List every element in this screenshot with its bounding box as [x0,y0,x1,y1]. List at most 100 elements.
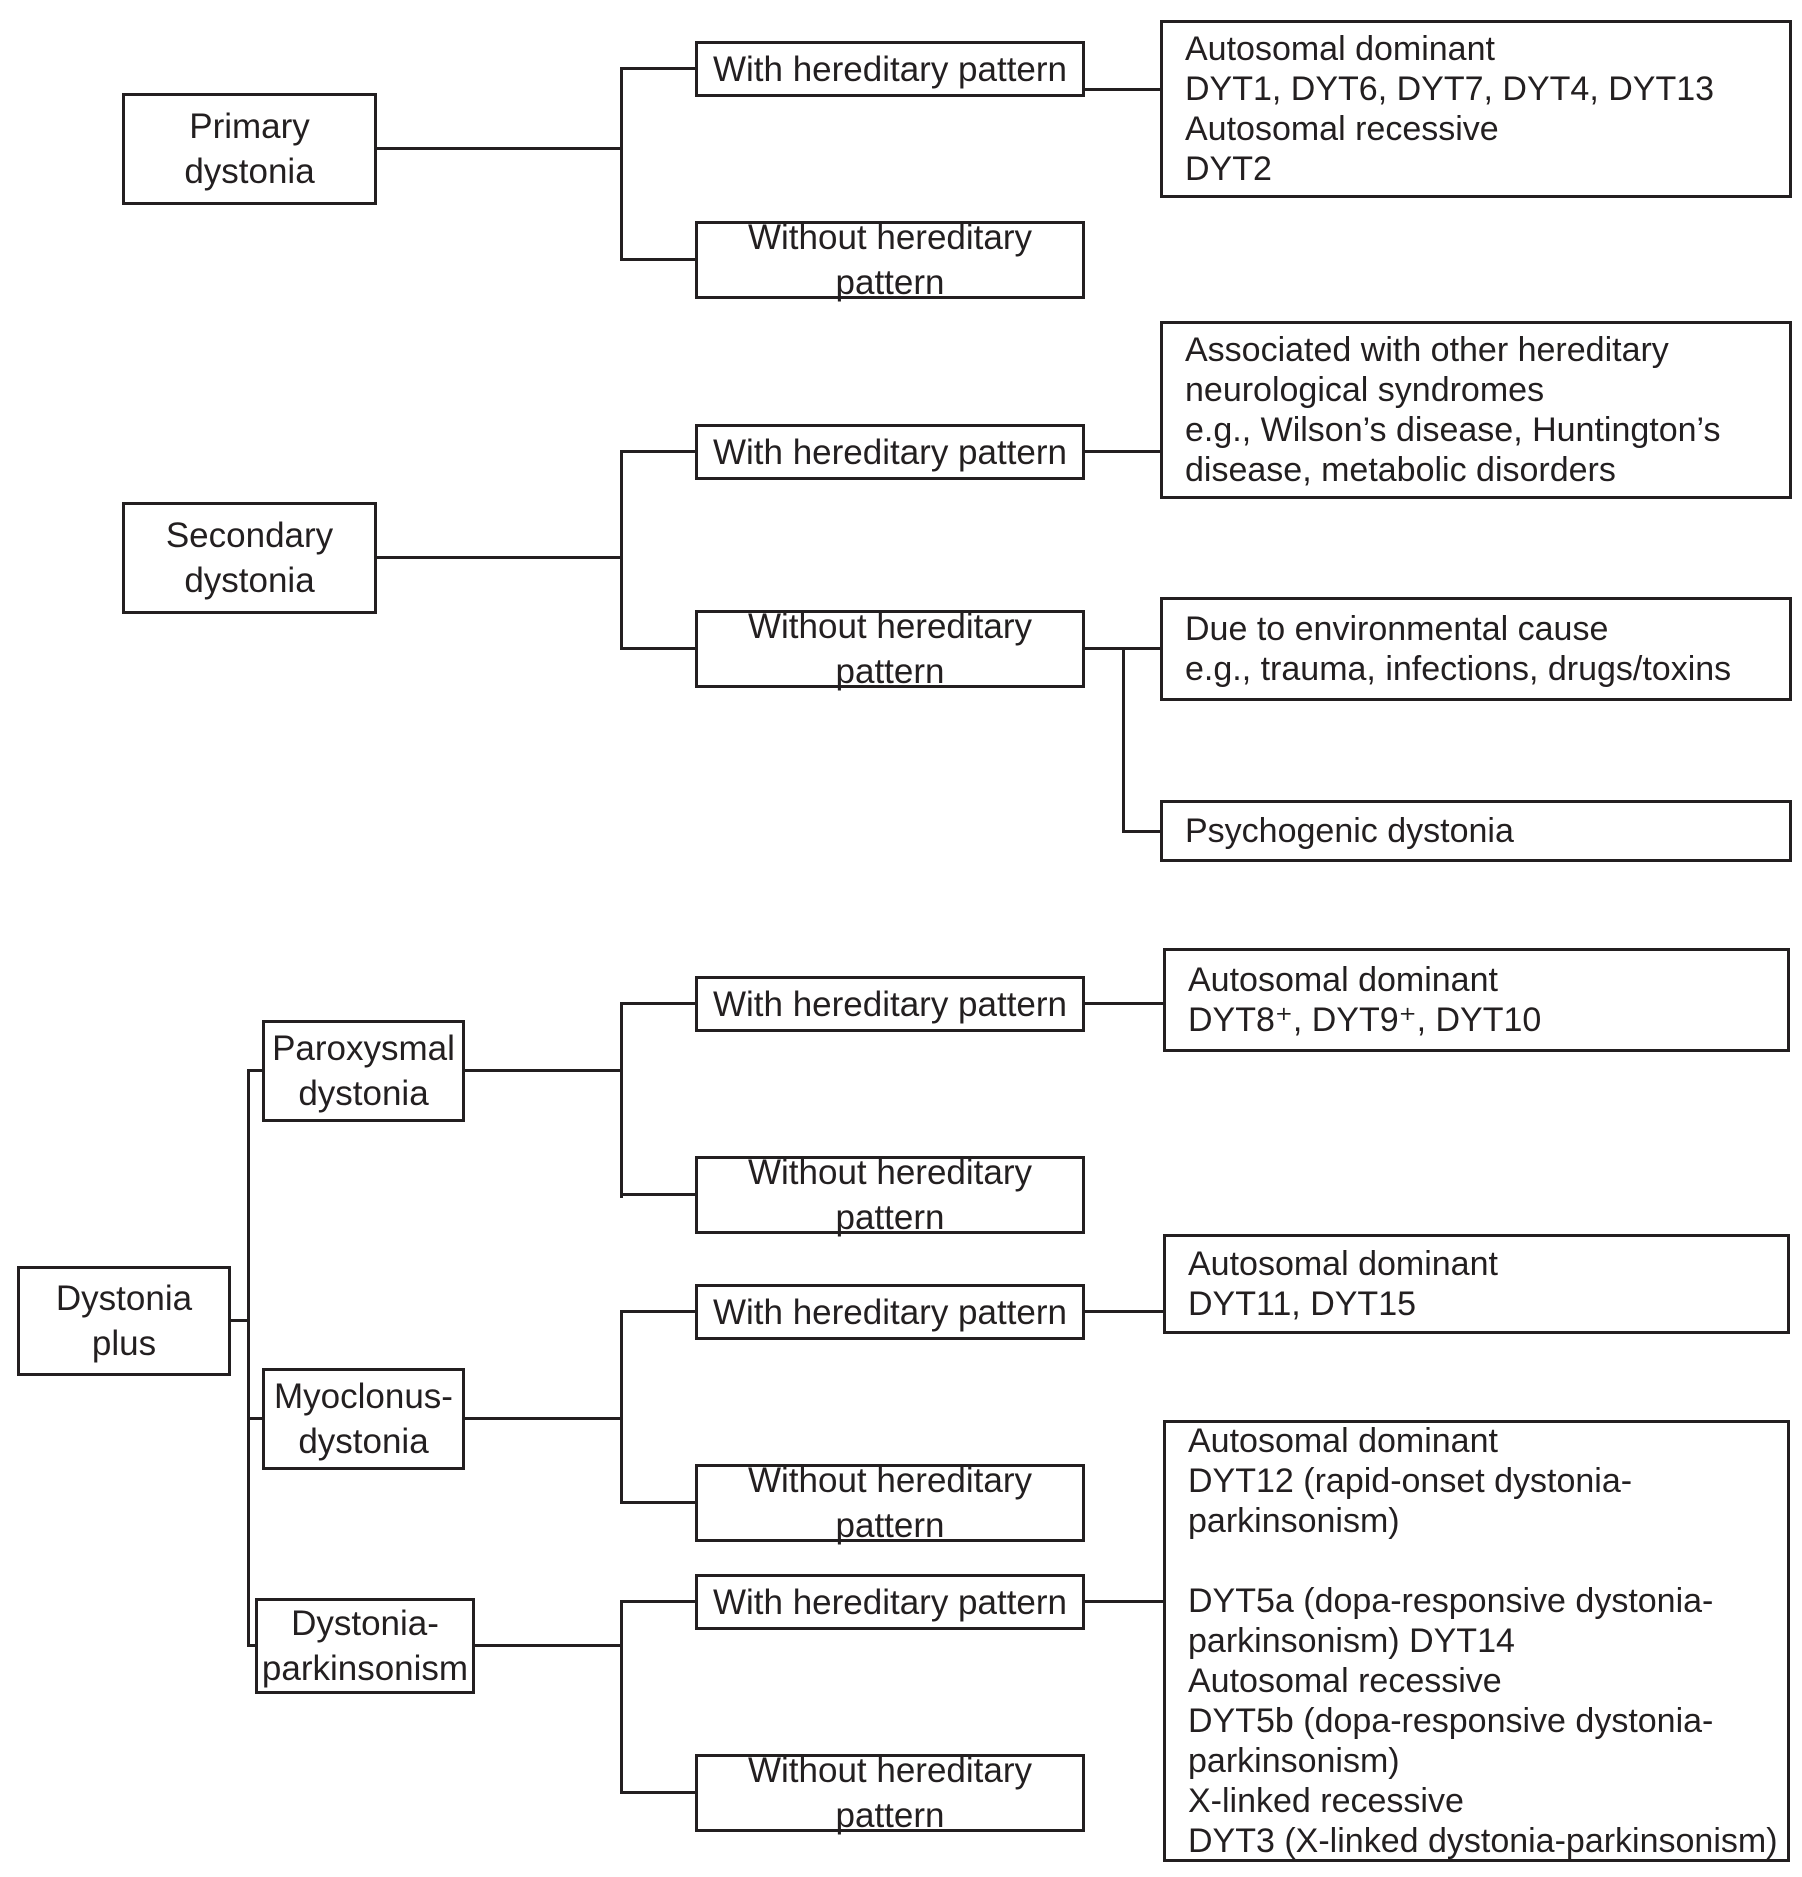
node-dystonia-parkinsonism-label-line2: parkinsonism [261,1649,469,1688]
outcome-parkinsonism-line5: DYT5a (dopa-responsive dystonia- [1188,1582,1714,1620]
node-with-hereditary-paroxysmal-label: With hereditary pattern [712,984,1068,1024]
connector-secondary-to-trunk [377,556,620,559]
connector-trunk-to-without-secondary [620,647,695,650]
connector-with-secondary-to-outcome [1085,450,1160,453]
node-secondary-dystonia-label-line1: Secondary [165,516,334,555]
outcome-secondary-hereditary-line2: neurological syndromes [1185,371,1545,409]
node-with-hereditary-primary-label: With hereditary pattern [712,49,1068,89]
outcome-paroxysmal-hereditary-line1: Autosomal dominant [1188,961,1498,999]
node-primary-dystonia-label-line1: Primary [189,107,310,146]
outcome-primary-hereditary-line2: DYT1, DYT6, DYT7, DYT4, DYT13 [1185,70,1715,108]
node-myoclonus-dystonia: Myoclonus- dystonia [262,1368,465,1470]
outcome-parkinsonism-line11: DYT3 (X-linked dystonia-parkinsonism) [1188,1822,1778,1860]
connector-trunk-to-with-parkinsonism [620,1600,695,1603]
node-myoclonus-dystonia-label-line1: Myoclonus- [274,1377,453,1416]
node-with-hereditary-myoclonus-label: With hereditary pattern [712,1292,1068,1332]
outcome-primary-hereditary-line3: Autosomal recessive [1185,110,1499,148]
connector-with-paroxysmal-to-outcome [1085,1002,1163,1005]
outcome-parkinsonism-line2: DYT12 (rapid-onset dystonia- [1188,1462,1633,1500]
outcome-paroxysmal-hereditary-line2: DYT8⁺, DYT9⁺, DYT10 [1188,1001,1542,1039]
connector-primary-to-trunk [377,147,620,150]
connector-myoclonus-trunk [620,1310,623,1504]
outcome-parkinsonism-line7: Autosomal recessive [1188,1662,1502,1700]
connector-trunk-to-without-paroxysmal [620,1193,695,1196]
node-secondary-dystonia: Secondary dystonia [122,502,377,614]
outcome-environmental-cause-line1: Due to environmental cause [1185,610,1609,648]
node-dystonia-plus-label-line2: plus [91,1324,157,1363]
outcome-primary-hereditary: Autosomal dominant DYT1, DYT6, DYT7, DYT… [1160,20,1792,198]
node-with-hereditary-myoclonus: With hereditary pattern [695,1284,1085,1340]
outcome-secondary-hereditary-line3: e.g., Wilson’s disease, Huntington’s [1185,411,1721,449]
outcome-psychogenic-dystonia: Psychogenic dystonia [1160,800,1792,862]
node-with-hereditary-parkinsonism: With hereditary pattern [695,1574,1085,1630]
connector-trunk-to-paroxysmal [247,1069,262,1072]
connector-trunk-to-myoclonus [247,1417,262,1420]
node-without-hereditary-paroxysmal-label-line2: pattern [835,1198,945,1237]
outcome-parkinsonism-line10: X-linked recessive [1188,1782,1464,1820]
outcome-secondary-hereditary: Associated with other hereditary neurolo… [1160,321,1792,499]
node-paroxysmal-dystonia-label-line1: Paroxysmal [272,1029,455,1068]
connector-dystonia-plus-to-trunk [231,1319,247,1322]
node-without-hereditary-myoclonus-label-line2: pattern [835,1506,945,1545]
outcome-parkinsonism-line8: DYT5b (dopa-responsive dystonia- [1188,1702,1714,1740]
connector-trunk-to-with-secondary [620,450,695,453]
node-without-hereditary-myoclonus: Without hereditary pattern [695,1461,1085,1545]
connector-paroxysmal-to-trunk [465,1069,620,1072]
node-with-hereditary-secondary-label: With hereditary pattern [712,432,1068,472]
outcome-myoclonus-hereditary-line2: DYT11, DYT15 [1188,1285,1417,1323]
node-without-hereditary-parkinsonism-label-line1: Without hereditary [747,1751,1033,1790]
node-without-hereditary-primary-label-line1: Without hereditary [747,218,1033,257]
outcome-secondary-hereditary-line1: Associated with other hereditary [1185,331,1669,369]
outcome-myoclonus-hereditary: Autosomal dominant DYT11, DYT15 [1163,1234,1790,1334]
connector-with-primary-to-outcome [1085,88,1160,91]
outcome-environmental-cause: Due to environmental cause e.g., trauma,… [1160,597,1792,701]
node-paroxysmal-dystonia: Paroxysmal dystonia [262,1020,465,1122]
connector-with-parkinsonism-to-outcome [1085,1600,1163,1603]
node-without-hereditary-primary: Without hereditary pattern [695,218,1085,302]
node-primary-dystonia: Primary dystonia [122,93,377,205]
node-dystonia-parkinsonism: Dystonia- parkinsonism [255,1598,475,1694]
connector-trunk-to-with-myoclonus [620,1310,695,1313]
connector-dystonia-plus-trunk [247,1069,250,1647]
node-without-hereditary-secondary-label-line1: Without hereditary [747,607,1033,646]
outcome-paroxysmal-hereditary: Autosomal dominant DYT8⁺, DYT9⁺, DYT10 [1163,948,1790,1052]
node-dystonia-plus-label-line1: Dystonia [55,1279,193,1318]
node-with-hereditary-secondary: With hereditary pattern [695,424,1085,480]
outcome-primary-hereditary-line1: Autosomal dominant [1185,30,1495,68]
outcome-parkinsonism-line3: parkinsonism) [1188,1502,1400,1540]
outcome-parkinsonism-hereditary: Autosomal dominant DYT12 (rapid-onset dy… [1163,1420,1790,1862]
connector-parkinsonism-trunk [620,1600,623,1794]
outcome-myoclonus-hereditary-line1: Autosomal dominant [1188,1245,1498,1283]
connector-trunk-to-without-primary [620,258,695,261]
node-without-hereditary-secondary: Without hereditary pattern [695,607,1085,691]
connector-primary-trunk [620,67,623,261]
outcome-parkinsonism-line1: Autosomal dominant [1188,1422,1498,1460]
node-paroxysmal-dystonia-label-line2: dystonia [298,1074,429,1113]
outcome-primary-hereditary-line4: DYT2 [1185,150,1272,188]
node-without-hereditary-myoclonus-label-line1: Without hereditary [747,1461,1033,1500]
connector-myoclonus-to-trunk [465,1417,620,1420]
connector-trunk-to-parkinsonism [247,1644,255,1647]
node-without-hereditary-primary-label-line2: pattern [835,263,945,302]
node-dystonia-parkinsonism-label-line1: Dystonia- [291,1604,439,1643]
node-without-hereditary-secondary-label-line2: pattern [835,652,945,691]
connector-trunk-to-without-myoclonus [620,1501,695,1504]
outcome-environmental-cause-line2: e.g., trauma, infections, drugs/toxins [1185,650,1732,688]
node-with-hereditary-paroxysmal: With hereditary pattern [695,976,1085,1032]
connector-trunk-to-with-primary [620,67,695,70]
node-secondary-dystonia-label-line2: dystonia [184,561,315,600]
node-dystonia-plus: Dystonia plus [17,1266,231,1376]
outcome-parkinsonism-line6: parkinsonism) DYT14 [1188,1622,1515,1660]
node-without-hereditary-paroxysmal-label-line1: Without hereditary [747,1153,1033,1192]
node-with-hereditary-parkinsonism-label: With hereditary pattern [712,1582,1068,1622]
outcome-psychogenic-dystonia-line1: Psychogenic dystonia [1185,812,1514,850]
node-without-hereditary-parkinsonism-label-line2: pattern [835,1796,945,1835]
outcome-parkinsonism-line4 [1188,1541,1765,1581]
node-with-hereditary-primary: With hereditary pattern [695,41,1085,97]
node-myoclonus-dystonia-label-line2: dystonia [298,1422,429,1461]
connector-with-myoclonus-to-outcome [1085,1310,1163,1313]
connector-secondary-outcome-trunk [1122,647,1125,833]
node-without-hereditary-parkinsonism: Without hereditary pattern [695,1751,1085,1835]
connector-trunk-to-psychogenic [1122,830,1163,833]
